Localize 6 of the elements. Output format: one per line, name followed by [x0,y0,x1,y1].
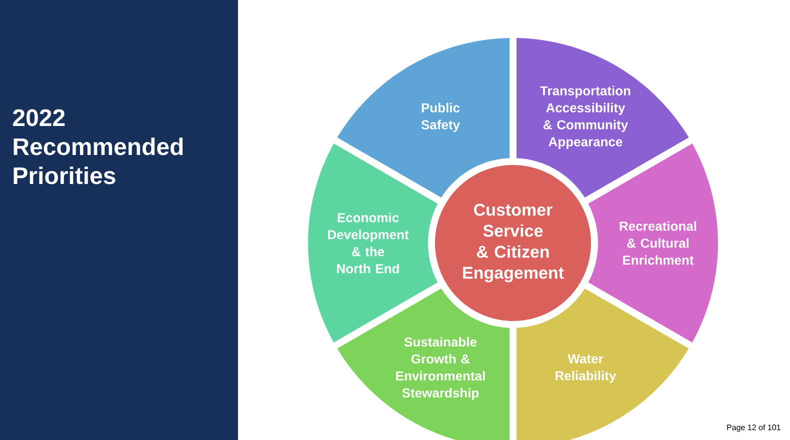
title: 2022 Recommended Priorities [13,109,183,184]
wheel-segment: Transportation Accessibility & Community Appearance [516,38,689,198]
wheel-segment: Sustainable Growth & Environmental Stewardship [337,288,510,440]
wheel-segment: Water Reliability [516,288,689,440]
wheel-segment: Public Safety [337,38,510,198]
page-number: Page 12 of 101 [727,424,780,432]
